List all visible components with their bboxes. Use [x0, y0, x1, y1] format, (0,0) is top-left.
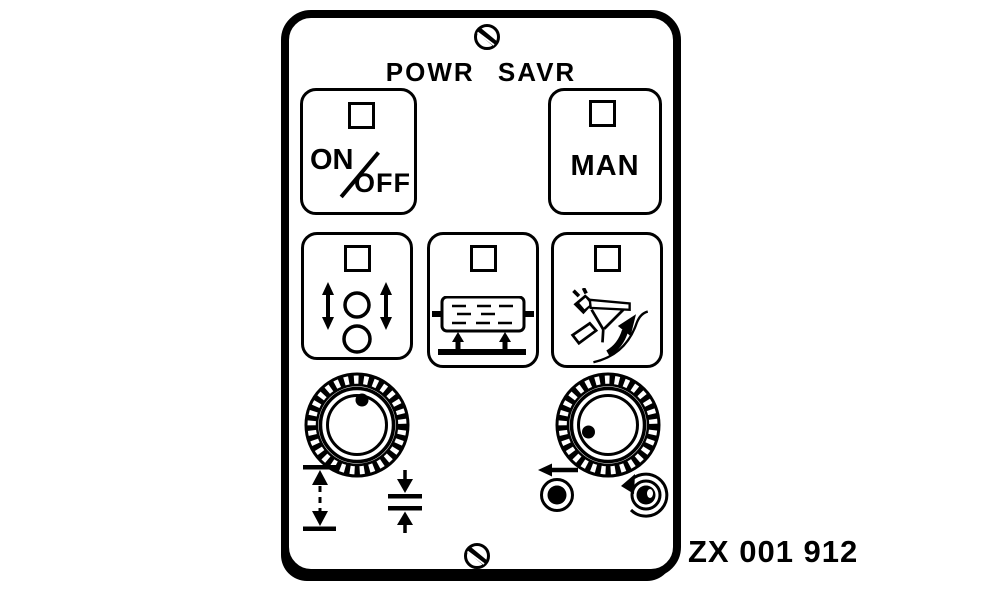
knob-position-dot — [355, 393, 369, 407]
on-label: ON — [310, 144, 354, 176]
man-indicator-lamp — [589, 100, 616, 127]
man-label: MAN — [570, 150, 640, 182]
gap-adjust-knob[interactable] — [302, 370, 412, 480]
roller-stop-arrow-icon — [538, 463, 578, 512]
tilt-button[interactable] — [551, 232, 663, 368]
rotation-knob[interactable] — [553, 370, 663, 480]
min-gap-icon — [388, 470, 422, 533]
table-raise-indicator-lamp — [469, 245, 497, 272]
screw-top-icon — [474, 24, 500, 50]
man-button[interactable]: MAN — [548, 88, 662, 215]
table-raise-button[interactable] — [427, 232, 539, 368]
powr-savr-panel: POWR SAVR ON OFF MAN — [281, 10, 681, 577]
on-off-button[interactable]: ON OFF — [300, 88, 417, 215]
roller-gap-indicator-lamp — [343, 245, 371, 272]
roller-rotate-arrow-icon — [621, 472, 669, 518]
knob-position-dot — [582, 425, 595, 439]
rollers-updown-arrows-icon — [322, 282, 392, 354]
roller-platform-raise-icon — [432, 296, 534, 355]
on-off-indicator-lamp — [348, 102, 375, 129]
max-gap-icon — [303, 465, 336, 531]
machine-tilt-arrow-icon — [570, 288, 649, 364]
screw-bottom-icon — [464, 543, 490, 569]
tilt-indicator-lamp — [593, 245, 621, 272]
roller-gap-button[interactable] — [301, 232, 413, 360]
off-label: OFF — [354, 168, 411, 198]
panel-title: POWR SAVR — [385, 57, 577, 87]
figure-id-label: ZX 001 912 — [688, 534, 859, 569]
